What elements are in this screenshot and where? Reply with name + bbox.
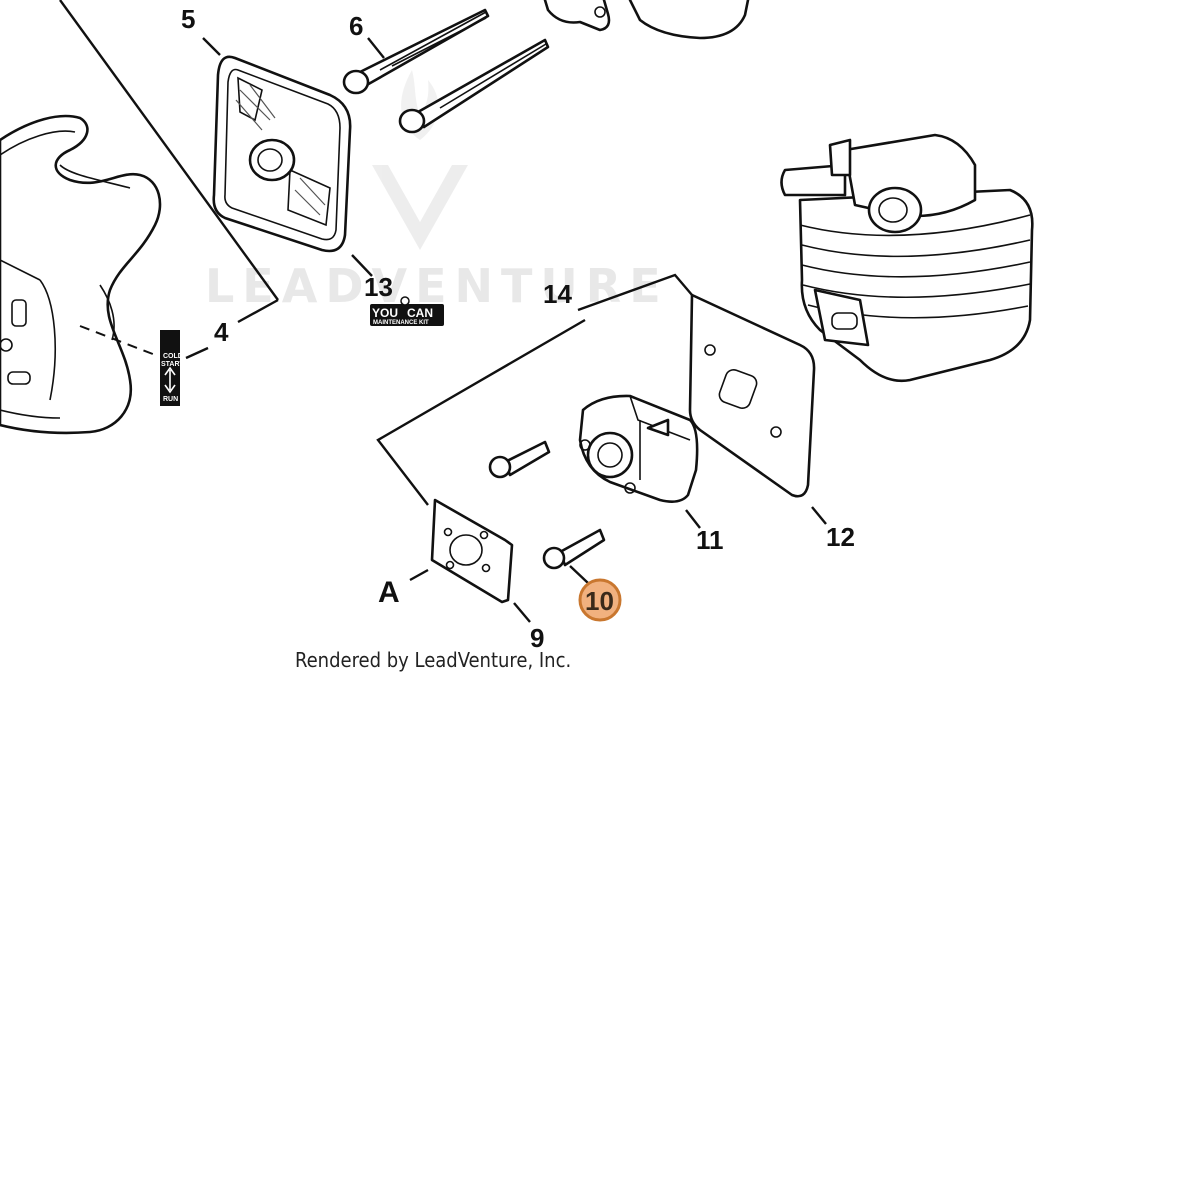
highlight-circle[interactable] xyxy=(578,578,622,622)
screw-pair-part xyxy=(342,8,550,134)
cold-start-decal: COLD START RUN xyxy=(160,330,185,406)
view-marker-a: A xyxy=(378,576,400,609)
flange-screw-upper xyxy=(488,440,551,479)
maintenance-kit-badge: YOU CAN MAINTENANCE KIT xyxy=(370,296,444,326)
callout-12[interactable]: 12 xyxy=(826,522,855,552)
small-gasket-part xyxy=(430,498,514,604)
callout-9[interactable]: 9 xyxy=(530,623,544,653)
bracket-part xyxy=(543,0,750,40)
flange-screw-lower xyxy=(542,528,606,570)
callout-5[interactable]: 5 xyxy=(181,4,195,34)
intake-flange-part xyxy=(578,394,699,503)
kit-line3: MAINTENANCE KIT xyxy=(373,320,429,326)
arrow-updown-icon xyxy=(164,366,176,394)
callout-4[interactable]: 4 xyxy=(214,317,229,347)
kit-line1: YOU xyxy=(372,306,398,320)
decal-line2: START xyxy=(161,361,185,368)
leader-lines xyxy=(59,0,827,623)
callout-10-highlight[interactable]: 10 xyxy=(578,578,622,622)
cylinder-gasket-part xyxy=(688,293,816,498)
cylinder-part xyxy=(780,133,1034,383)
callout-10[interactable]: 10 xyxy=(585,586,614,616)
callout-14[interactable]: 14 xyxy=(543,279,572,309)
air-filter-part xyxy=(212,55,352,253)
watermark-v-icon xyxy=(372,165,468,250)
kit-line2: CAN xyxy=(407,306,433,320)
wrench-icon xyxy=(400,296,410,306)
credit-text: Rendered by LeadVenture, Inc. xyxy=(295,648,571,672)
decal-line1: COLD xyxy=(163,353,183,360)
leader-dashed xyxy=(79,325,159,357)
choke-icon xyxy=(11,299,27,327)
callout-11[interactable]: 11 xyxy=(696,525,724,555)
decal-line3: RUN xyxy=(163,396,178,403)
callout-13[interactable]: 13 xyxy=(364,272,393,302)
callout-6[interactable]: 6 xyxy=(349,11,363,41)
shroud-part xyxy=(0,114,162,435)
